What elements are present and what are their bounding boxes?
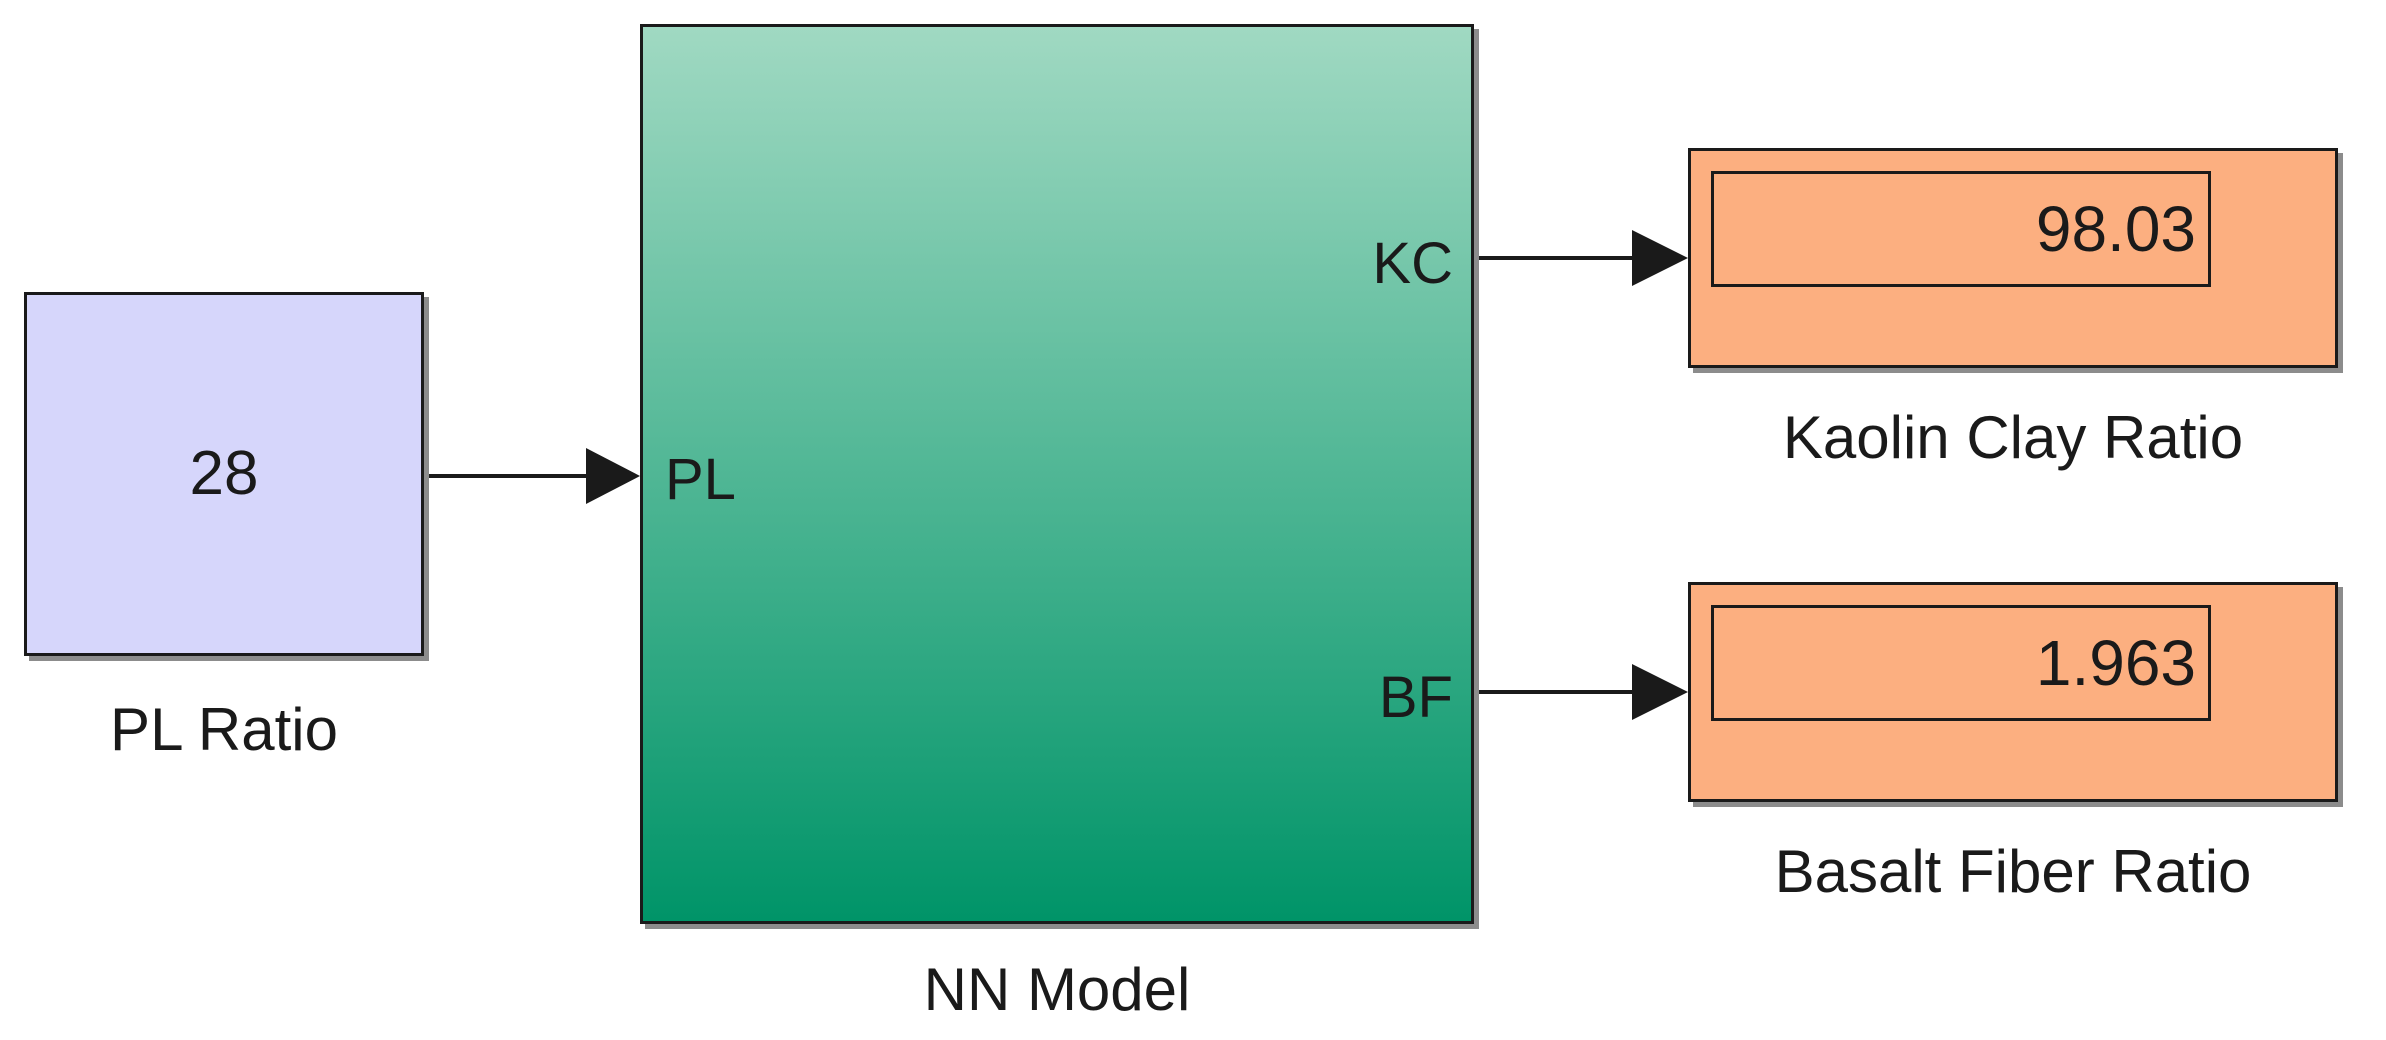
output-port-kc: KC — [1372, 231, 1453, 296]
basalt-fiber-label: Basalt Fiber Ratio — [1774, 838, 2252, 905]
kaolin-clay-readout: 98.03 — [1711, 171, 2211, 287]
kc-arrowhead — [1632, 230, 1688, 286]
constant-value: 28 — [189, 439, 259, 508]
kaolin-clay-display[interactable]: 98.03 — [1688, 148, 2338, 368]
pl-ratio-label: PL Ratio — [110, 696, 338, 763]
pl-ratio-constant-block[interactable]: 28 — [24, 292, 424, 656]
basalt-fiber-display[interactable]: 1.963 — [1688, 582, 2338, 802]
output-port-bf: BF — [1378, 665, 1453, 730]
pl-arrowhead — [586, 448, 640, 504]
nn-model-label: NN Model — [923, 956, 1191, 1023]
input-port-pl: PL — [665, 447, 736, 512]
bf-arrowhead — [1632, 664, 1688, 720]
basalt-fiber-readout: 1.963 — [1711, 605, 2211, 721]
kaolin-clay-label: Kaolin Clay Ratio — [1782, 404, 2244, 471]
nn-model-block[interactable]: PL KC BF — [640, 24, 1474, 924]
